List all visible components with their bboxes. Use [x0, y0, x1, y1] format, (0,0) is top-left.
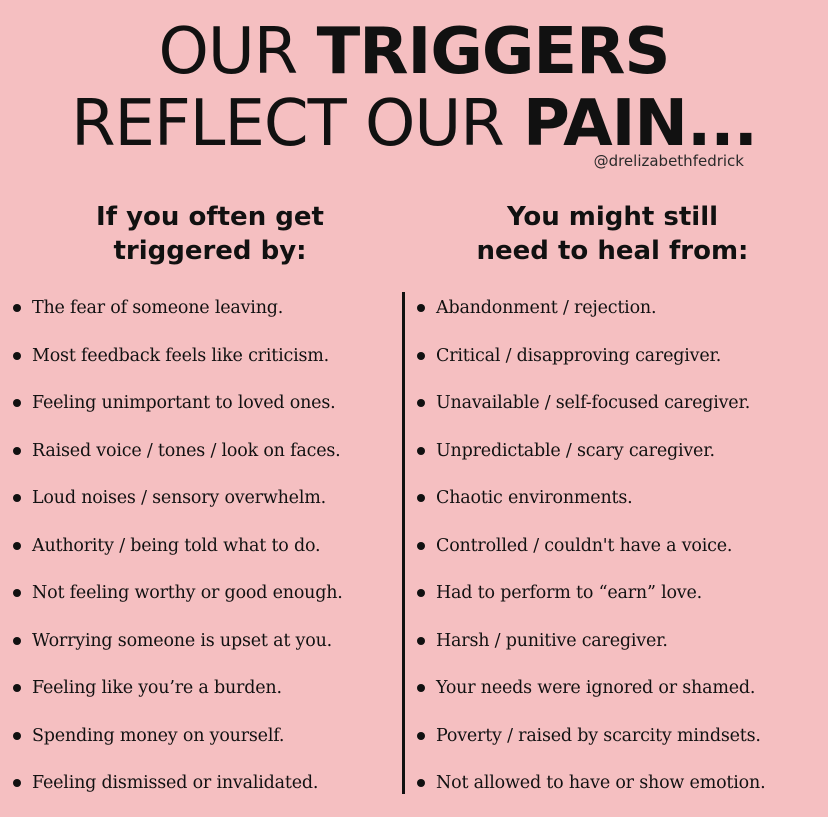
left-column-heading: If you often get triggered by:	[15, 200, 405, 268]
title-line-2-light: REFLECT OUR	[71, 87, 524, 161]
list-item: Chaotic environments.	[414, 480, 828, 528]
list-item: Worrying someone is upset at you.	[10, 623, 402, 671]
list-item-text: Spending money on yourself.	[32, 725, 285, 746]
bullet-icon	[13, 446, 21, 455]
list-item: Feeling dismissed or invalidated.	[10, 765, 402, 813]
title-line-2-bold: PAIN...	[523, 87, 758, 161]
bullet-icon	[417, 779, 425, 787]
bullet-icon	[417, 541, 425, 550]
bullet-icon	[13, 304, 21, 312]
list-item-text: Feeling dismissed or invalidated.	[32, 773, 319, 793]
title-line-1-bold: TRIGGERS	[316, 15, 671, 89]
list-item: Raised voice / tones / look on faces.	[10, 433, 402, 481]
list-item-text: Abandonment / rejection.	[436, 298, 657, 318]
list-item: Abandonment / rejection.	[414, 290, 828, 338]
bullet-icon	[13, 494, 21, 502]
bullet-icon	[13, 684, 21, 692]
bullet-icon	[417, 494, 425, 502]
left-heading-line-1: If you often get	[96, 202, 324, 232]
list-item: Most feedback feels like criticism.	[10, 338, 402, 386]
bullet-icon	[13, 779, 21, 787]
bullet-icon	[417, 684, 425, 692]
list-item-text: Loud noises / sensory overwhelm.	[32, 488, 326, 508]
title-line-2: REFLECT OUR PAIN...	[0, 92, 828, 156]
column-divider	[402, 292, 405, 794]
list-item-text: Controlled / couldn't have a voice.	[436, 535, 733, 556]
list-item: Not feeling worthy or good enough.	[10, 575, 402, 623]
trigger-list: The fear of someone leaving. Most feedba…	[10, 290, 402, 813]
title-line-1-light: OUR	[158, 15, 317, 89]
right-heading-line-2: need to heal from:	[476, 236, 749, 266]
list-item-text: Most feedback feels like criticism.	[32, 345, 330, 366]
bullet-icon	[417, 351, 425, 360]
list-item-text: Harsh / punitive caregiver.	[436, 630, 668, 651]
bullet-icon	[13, 589, 21, 597]
list-item: Unpredictable / scary caregiver.	[414, 433, 828, 481]
list-item: Controlled / couldn't have a voice.	[414, 528, 828, 576]
right-column-heading: You might still need to heal from:	[410, 200, 815, 268]
list-item-text: Raised voice / tones / look on faces.	[32, 440, 341, 461]
list-item: Harsh / punitive caregiver.	[414, 623, 828, 671]
author-handle: @drelizabethfedrick	[593, 152, 744, 170]
list-item: The fear of someone leaving.	[10, 290, 402, 338]
bullet-icon	[417, 399, 425, 407]
heal-from-list: Abandonment / rejection. Critical / disa…	[414, 290, 828, 813]
list-item: Your needs were ignored or shamed.	[414, 670, 828, 718]
list-item: Poverty / raised by scarcity mindsets.	[414, 718, 828, 766]
list-item: Critical / disapproving caregiver.	[414, 338, 828, 386]
list-item: Loud noises / sensory overwhelm.	[10, 480, 402, 528]
list-item-text: Poverty / raised by scarcity mindsets.	[436, 725, 761, 746]
bullet-icon	[417, 589, 425, 597]
list-item: Not allowed to have or show emotion.	[414, 765, 828, 813]
bullet-icon	[417, 446, 425, 455]
list-item-text: Authority / being told what to do.	[32, 535, 321, 556]
list-item-text: Unpredictable / scary caregiver.	[436, 440, 715, 461]
bullet-icon	[417, 636, 425, 645]
list-item: Authority / being told what to do.	[10, 528, 402, 576]
list-item-text: Unavailable / self-focused caregiver.	[436, 393, 751, 413]
list-item: Unavailable / self-focused caregiver.	[414, 385, 828, 433]
list-item-text: Your needs were ignored or shamed.	[436, 678, 756, 698]
list-item-text: Chaotic environments.	[436, 488, 633, 508]
bullet-icon	[417, 731, 425, 740]
left-heading-line-2: triggered by:	[113, 236, 307, 266]
bullet-icon	[13, 351, 21, 360]
list-item-text: Not feeling worthy or good enough.	[32, 583, 343, 603]
list-item: Spending money on yourself.	[10, 718, 402, 766]
list-item-text: Not allowed to have or show emotion.	[436, 773, 766, 793]
list-item-text: Feeling like you’re a burden.	[32, 678, 282, 698]
bullet-icon	[13, 541, 21, 550]
list-item: Had to perform to “earn” love.	[414, 575, 828, 623]
list-item-text: Had to perform to “earn” love.	[436, 583, 703, 603]
bullet-icon	[13, 636, 21, 645]
title-line-1: OUR TRIGGERS	[0, 20, 828, 84]
bullet-icon	[13, 731, 21, 740]
list-item: Feeling like you’re a burden.	[10, 670, 402, 718]
list-item-text: Worrying someone is upset at you.	[32, 630, 333, 651]
list-item-text: Critical / disapproving caregiver.	[436, 345, 722, 366]
list-item: Feeling unimportant to loved ones.	[10, 385, 402, 433]
bullet-icon	[13, 399, 21, 407]
bullet-icon	[417, 304, 425, 312]
list-item-text: Feeling unimportant to loved ones.	[32, 393, 336, 413]
list-item-text: The fear of someone leaving.	[32, 298, 284, 318]
right-heading-line-1: You might still	[506, 202, 719, 232]
